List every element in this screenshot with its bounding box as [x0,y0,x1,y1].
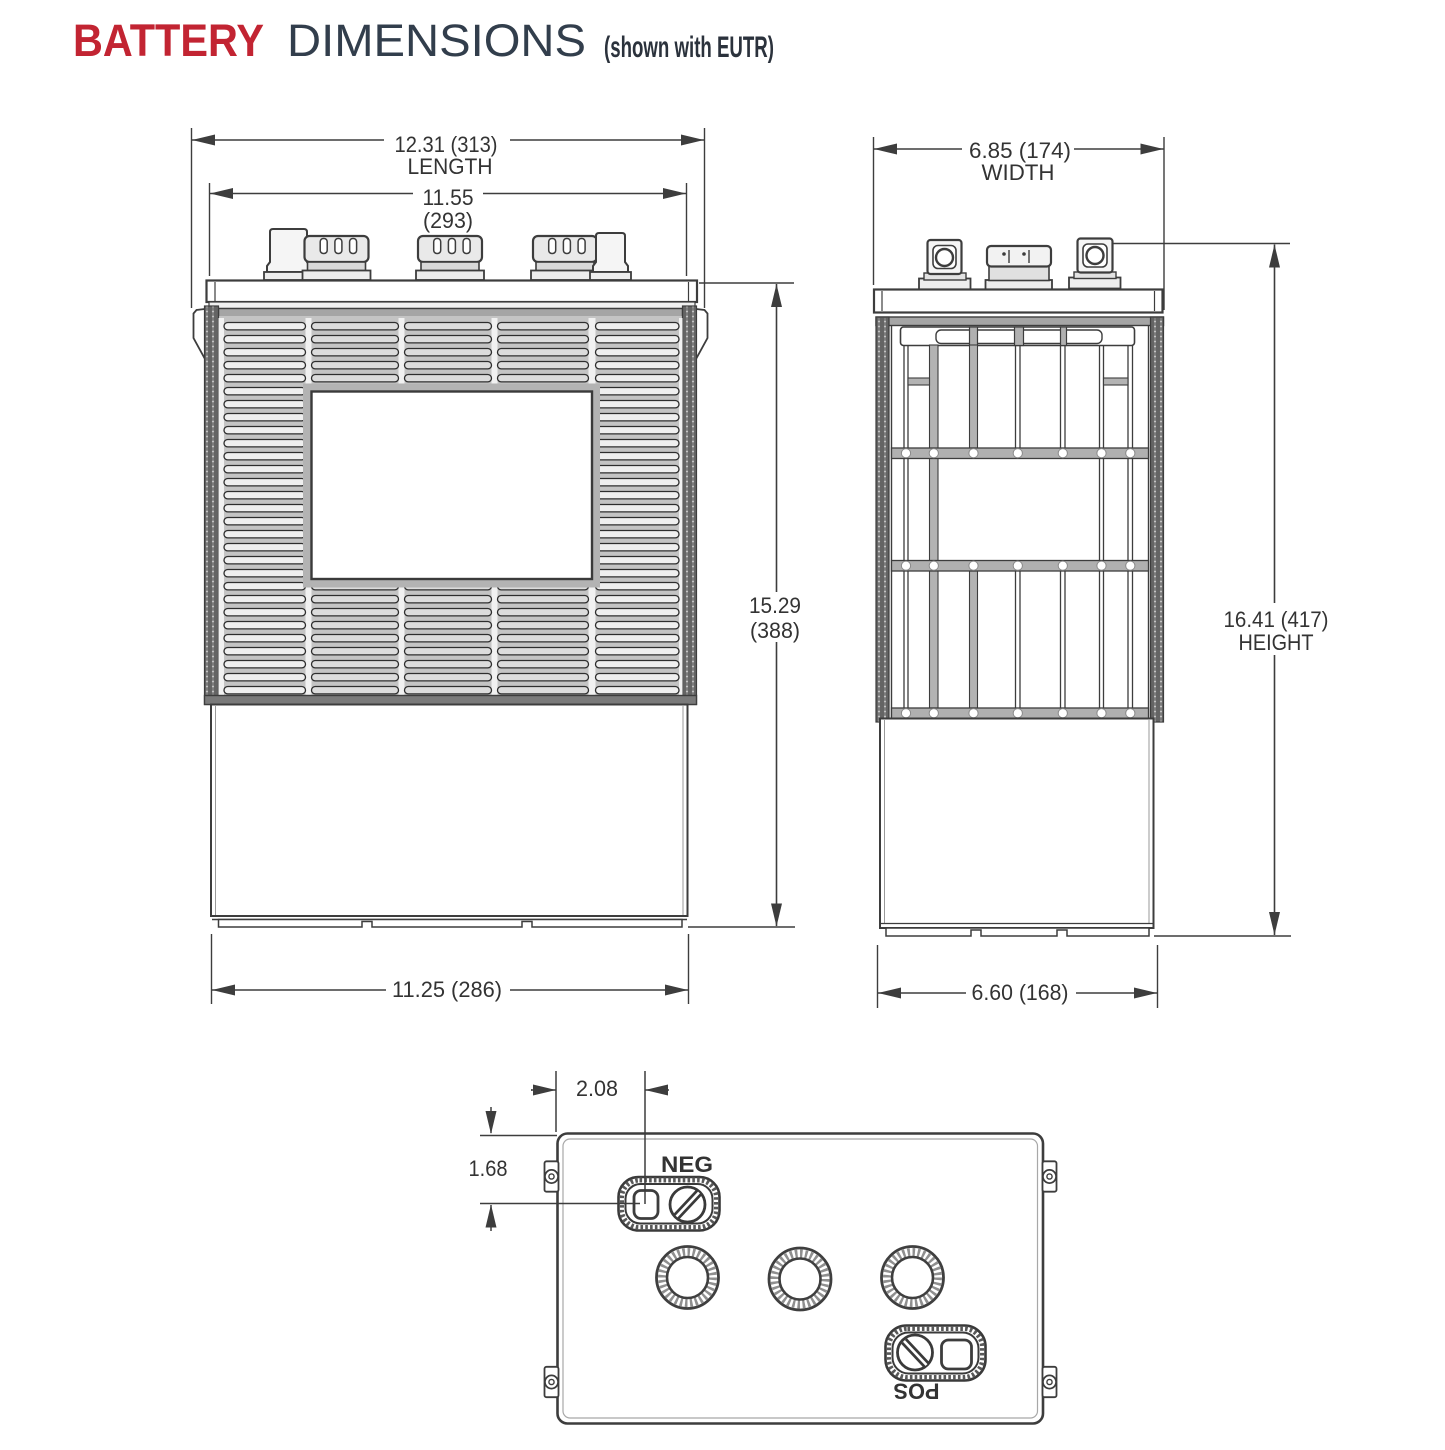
svg-text:NEG: NEG [661,1152,713,1177]
svg-text:6.85 (174): 6.85 (174) [969,138,1071,163]
svg-text:(shown with EUTR): (shown with EUTR) [604,31,774,64]
svg-text:WIDTH: WIDTH [982,160,1055,185]
svg-text:BATTERY: BATTERY [73,15,264,66]
svg-text:LENGTH: LENGTH [408,154,493,179]
svg-text:(293): (293) [423,208,473,233]
svg-text:HEIGHT: HEIGHT [1239,630,1314,655]
svg-text:6.60 (168): 6.60 (168) [972,980,1069,1005]
svg-text:1.68: 1.68 [469,1156,508,1181]
svg-text:DIMENSIONS: DIMENSIONS [287,15,586,66]
svg-text:11.55: 11.55 [423,185,474,210]
svg-text:16.41 (417): 16.41 (417) [1224,607,1329,632]
svg-text:POS: POS [894,1379,940,1404]
svg-text:11.25 (286): 11.25 (286) [392,977,502,1002]
svg-text:12.31 (313): 12.31 (313) [395,132,498,157]
svg-text:(388): (388) [750,618,800,643]
svg-text:2.08: 2.08 [576,1076,618,1101]
svg-text:15.29: 15.29 [749,593,801,618]
